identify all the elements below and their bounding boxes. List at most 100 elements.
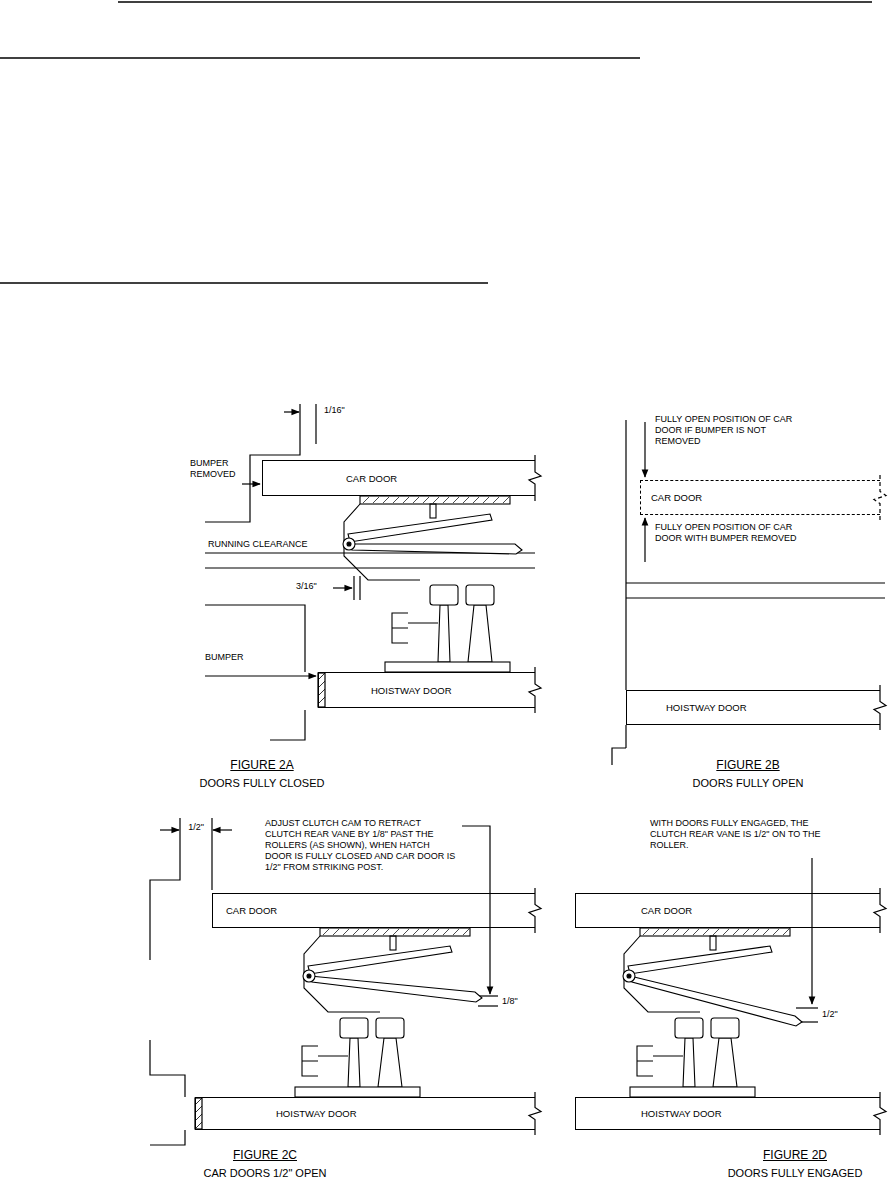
dimension-tick	[353, 576, 354, 600]
running-clearance-line	[626, 597, 885, 598]
dimension-tick	[478, 1005, 498, 1006]
clutch-post	[390, 936, 396, 950]
door-label: HOISTWAY DOOR	[666, 702, 747, 713]
note: FULLY OPEN POSITION OF CAR DOOR WITH BUM…	[655, 522, 800, 544]
pickup-base	[630, 1087, 755, 1097]
pickup-interlock	[392, 613, 438, 643]
door-label: HOISTWAY DOOR	[641, 1108, 722, 1119]
roller	[340, 1018, 368, 1038]
callout: RUNNING CLEARANCE	[208, 539, 308, 550]
plate-hatch	[323, 929, 469, 935]
door-panel: CAR DOOR	[262, 460, 535, 496]
roller-stem	[438, 605, 450, 662]
clutch-plate	[360, 496, 510, 504]
dimension: 1/2"	[188, 822, 204, 833]
roller	[376, 1018, 404, 1038]
break-line	[529, 667, 541, 713]
dimension: 1/2"	[822, 1009, 838, 1020]
dimension-arrow	[213, 829, 232, 830]
leader-arrow	[811, 858, 812, 1004]
clutch-plate	[640, 928, 790, 936]
door-label: CAR DOOR	[346, 473, 397, 484]
vane-pivot-pin	[347, 542, 351, 546]
note: ADJUST CLUTCH CAM TO RETRACT CLUTCH REAR…	[265, 818, 457, 873]
rear-vane	[310, 976, 482, 1002]
pickup-interlock	[302, 1046, 348, 1076]
break-line	[529, 888, 541, 933]
door-label: CAR DOOR	[641, 905, 692, 916]
figure-caption: DOORS FULLY ENGAGED	[728, 1166, 863, 1180]
note: FULLY OPEN POSITION OF CAR DOOR IF BUMPE…	[655, 414, 800, 447]
door-panel: CAR DOOR	[640, 480, 880, 515]
roller	[430, 585, 458, 605]
break-line	[529, 455, 541, 501]
page-rule	[118, 1, 872, 3]
plate-hatch	[363, 497, 509, 503]
break-line	[874, 475, 886, 520]
door-panel: HOISTWAY DOOR	[575, 1097, 880, 1130]
figure-number: FIGURE 2D	[763, 1148, 827, 1163]
break-line	[874, 888, 886, 933]
bumper	[195, 1098, 202, 1129]
vane-pivot	[303, 970, 315, 982]
front-vane	[308, 946, 452, 974]
hoistway-jamb	[150, 1040, 185, 1097]
pickup-base	[385, 662, 510, 672]
door-clutch	[295, 928, 482, 1097]
open-position-line	[625, 420, 626, 690]
hoistway-jamb	[150, 1130, 185, 1145]
door-panel: HOISTWAY DOOR	[195, 1097, 535, 1130]
dimension-tick	[315, 404, 316, 444]
leader-arrow	[205, 675, 316, 676]
dimension: 1/16"	[324, 405, 345, 416]
heading-rule	[0, 57, 640, 58]
roller-stem	[713, 1038, 737, 1087]
hoistway-jamb	[625, 725, 626, 748]
plate-hatch	[643, 929, 789, 935]
door-label: HOISTWAY DOOR	[276, 1108, 357, 1119]
dimension-tick	[796, 1007, 818, 1008]
leader-arrow	[462, 826, 490, 994]
dimension-arrow	[160, 829, 179, 830]
door-panel: CAR DOOR	[575, 893, 880, 928]
figure-number: FIGURE 2B	[716, 758, 779, 773]
clutch-frame	[304, 936, 380, 1012]
clutch-plate	[320, 928, 470, 936]
dimension-tick	[211, 818, 212, 890]
hoistway-jamb	[270, 710, 305, 740]
vane-pivot	[623, 970, 635, 982]
hoistway-jamb	[612, 748, 626, 765]
roller	[675, 1018, 703, 1038]
door-label: CAR DOOR	[226, 905, 277, 916]
door-clutch	[343, 496, 522, 672]
break-line	[874, 685, 886, 730]
heading-rule	[0, 282, 488, 283]
roller-stem	[683, 1038, 695, 1087]
car-jamb	[150, 818, 180, 960]
figure-number: FIGURE 2C	[233, 1148, 297, 1163]
door-panel: HOISTWAY DOOR	[626, 690, 880, 725]
clutch-post	[710, 936, 716, 950]
note: WITH DOORS FULLY ENGAGED, THE CLUTCH REA…	[650, 818, 832, 851]
clutch-frame	[624, 936, 700, 1012]
bumper-hatch	[195, 1098, 202, 1129]
door-panel: HOISTWAY DOOR	[318, 672, 535, 708]
front-vane	[348, 514, 492, 542]
front-vane	[628, 946, 772, 974]
door-panel: CAR DOOR	[212, 893, 535, 928]
callout: BUMPER REMOVED	[190, 458, 240, 480]
figure-caption: DOORS FULLY CLOSED	[200, 776, 325, 790]
vane-pivot	[343, 538, 355, 550]
rear-vane	[350, 544, 522, 554]
door-label: CAR DOOR	[651, 492, 702, 503]
break-line	[529, 1092, 541, 1135]
figure-caption: DOORS FULLY OPEN	[693, 776, 804, 790]
vane-pivot-pin	[307, 974, 311, 978]
leader-arrow	[242, 483, 260, 484]
clutch-frame	[344, 504, 420, 580]
dimension: 1/8"	[502, 996, 518, 1007]
roller-stem	[378, 1038, 402, 1087]
roller	[466, 585, 494, 605]
